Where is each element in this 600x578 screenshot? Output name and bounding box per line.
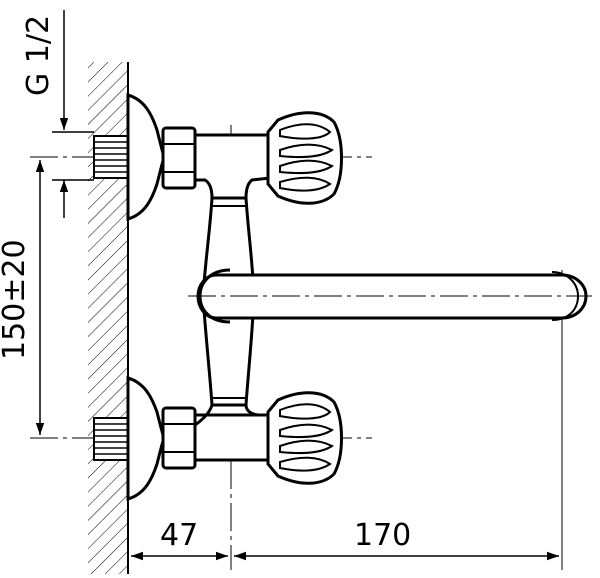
upper-handle-icon <box>266 111 343 205</box>
lower-valve-body <box>193 403 272 462</box>
lower-hex-nut <box>161 406 197 470</box>
lower-escutcheon <box>126 375 166 502</box>
upper-valve-body <box>193 133 272 200</box>
spout-length-label: 170 <box>354 518 411 553</box>
upper-escutcheon <box>126 92 166 222</box>
wall-offset-label: 47 <box>160 518 198 553</box>
lower-thread-connector <box>93 417 129 461</box>
upper-thread-connector <box>93 135 129 179</box>
lower-handle-icon <box>266 391 343 485</box>
thread-dimension <box>52 10 94 218</box>
thread-label: G 1/2 <box>21 15 56 96</box>
height-label: 150±20 <box>0 239 32 360</box>
upper-hex-nut <box>161 126 197 190</box>
